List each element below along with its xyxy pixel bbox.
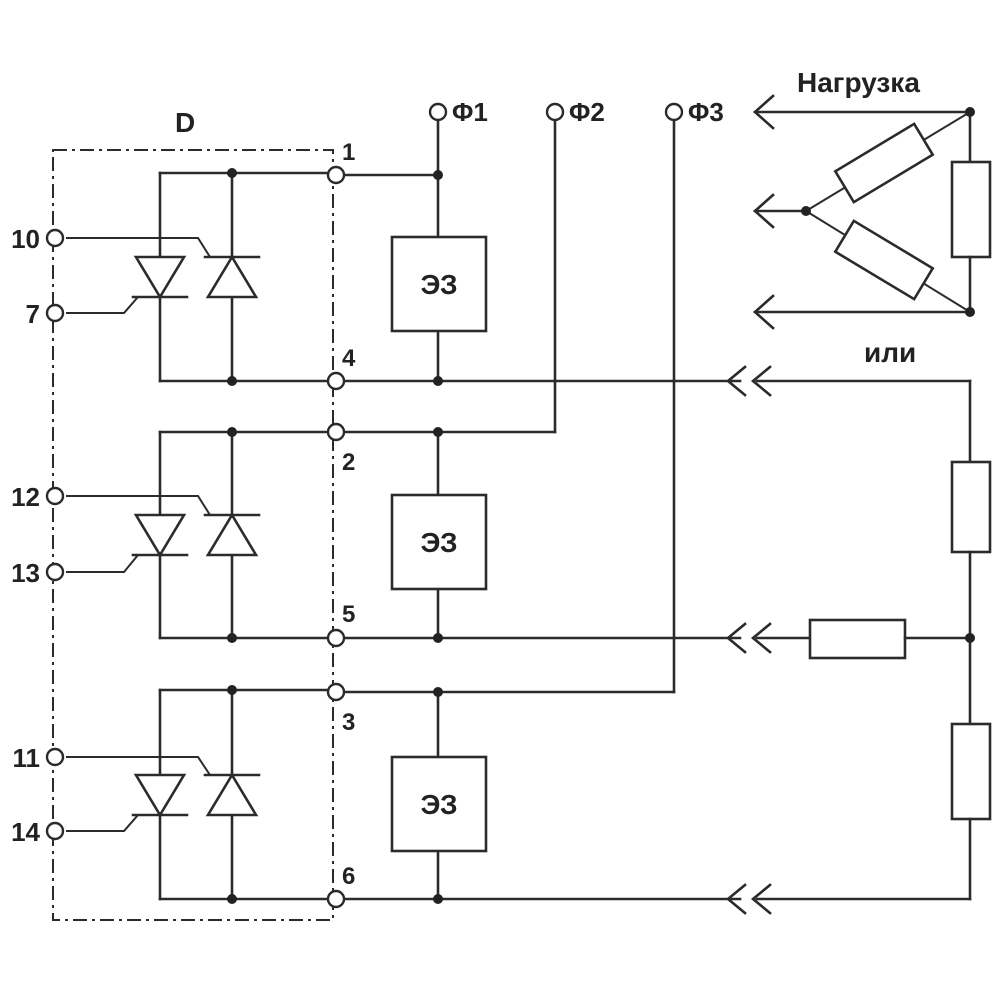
thyristor-pair-2 [66, 427, 338, 643]
phase-2-label: Φ2 [569, 97, 605, 127]
node-6-label: 6 [342, 863, 355, 890]
pin-11-terminal [45, 747, 65, 767]
pin-11-label: 11 [13, 743, 41, 773]
protection-block-1-label: ЭЗ [420, 269, 457, 300]
star-resistor-middle [808, 618, 907, 660]
protection-block-3 [390, 755, 488, 853]
phase-1-label: Φ1 [452, 97, 488, 127]
thyristor-3-symbol [133, 773, 187, 818]
phase-2-terminal [545, 102, 565, 122]
pin-14-terminal [45, 821, 65, 841]
load-network-top [753, 94, 992, 330]
pin-7-label: 7 [26, 299, 40, 329]
load-label: Нагрузка [797, 67, 920, 98]
node-1-terminal [326, 165, 346, 185]
phase-3-label: Φ3 [688, 97, 724, 127]
load-resistor-lower [833, 219, 935, 301]
node-4-terminal [326, 371, 346, 391]
protection-block-2 [390, 493, 488, 591]
node-6-terminal [326, 889, 346, 909]
diode-3-symbol [205, 772, 259, 817]
node-2-label: 2 [342, 449, 355, 476]
connector-node-5 [725, 622, 772, 654]
or-label: или [864, 337, 916, 368]
node-1-label: 1 [342, 139, 355, 166]
node-5-label: 5 [342, 601, 355, 628]
node-4-label: 4 [342, 345, 356, 372]
star-resistor-top [950, 460, 992, 554]
connector-node-6 [725, 883, 772, 915]
node-3-label: 3 [342, 709, 355, 736]
pin-7-terminal [45, 303, 65, 323]
pin-10-label: 10 [11, 224, 40, 254]
thyristor-pair-3 [66, 685, 338, 904]
pin-13-label: 13 [11, 558, 40, 588]
node-5-terminal [326, 628, 346, 648]
diode-1-symbol [205, 254, 259, 299]
protection-block-2-label: ЭЗ [420, 527, 457, 558]
thyristor-2-symbol [133, 513, 187, 558]
star-resistor-bottom [950, 722, 992, 821]
diode-2-symbol [205, 512, 259, 557]
pin-12-label: 12 [11, 482, 40, 512]
pin-12-terminal [45, 486, 65, 506]
pin-14-label: 14 [11, 817, 40, 847]
node-3-terminal [326, 682, 346, 702]
pin-10-terminal [45, 228, 65, 248]
thyristor-pair-1 [66, 168, 338, 386]
protection-block-1 [390, 235, 488, 333]
pin-13-terminal [45, 562, 65, 582]
protection-block-3-label: ЭЗ [420, 789, 457, 820]
node-2-terminal [326, 422, 346, 442]
module-label: D [175, 107, 195, 138]
module-d-outline [52, 149, 334, 921]
load-resistor-right [950, 160, 992, 259]
connector-node-4 [725, 365, 772, 397]
phase-3-terminal [664, 102, 684, 122]
phase-1-terminal [428, 102, 448, 122]
thyristor-1-symbol [133, 255, 187, 300]
load-resistor-upper [833, 122, 935, 204]
